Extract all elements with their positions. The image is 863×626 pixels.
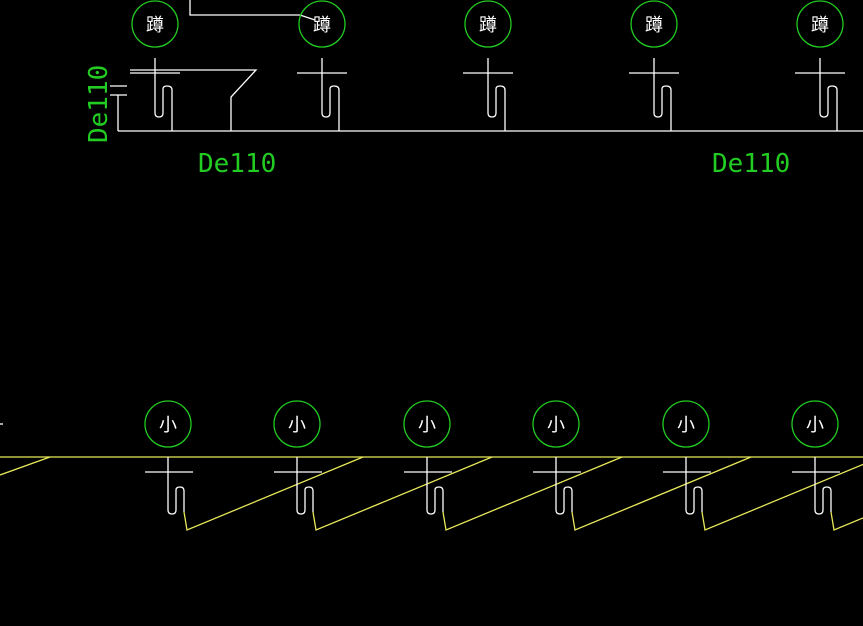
- fixture-glyph: 小: [288, 415, 306, 436]
- fixture-circle: [662, 400, 710, 448]
- fixture-circle: [532, 400, 580, 448]
- fixture-glyph: 蹲: [313, 15, 331, 36]
- right-pipe-label: De110: [712, 149, 790, 179]
- fixture-drain-slope: [830, 511, 863, 531]
- upper-drainage-system: 蹲 蹲 蹲 蹲 蹲 De110 De110 De110: [84, 0, 863, 179]
- squat-toilet-fixture: 蹲: [463, 0, 513, 131]
- left-pipe-label: De110: [198, 149, 276, 179]
- lower-left-slope: [0, 456, 51, 476]
- fixture-glyph: 小: [677, 415, 695, 436]
- fixture-trap: [814, 486, 832, 515]
- fixture-drain-slope: [701, 463, 863, 531]
- upper-top-connector: [189, 0, 316, 21]
- urinal-fixture: 小: [403, 400, 623, 531]
- urinal-fixture: 小: [273, 400, 493, 531]
- fixture-trap: [819, 85, 838, 131]
- fixture-glyph: 小: [159, 415, 177, 436]
- fixture-trap: [653, 85, 672, 131]
- fixture-glyph: 小: [418, 415, 436, 436]
- fixture-trap: [685, 486, 703, 515]
- fixture-glyph: 小: [547, 415, 565, 436]
- fixture-circle: [796, 0, 844, 48]
- squat-toilet-fixture: 蹲: [130, 0, 180, 131]
- upper-bend-pipe: [130, 69, 258, 131]
- fixture-drain-slope: [312, 456, 493, 531]
- fixture-drain-slope: [442, 456, 623, 531]
- fixture-glyph: 蹲: [146, 15, 164, 36]
- fixture-glyph: 蹲: [479, 15, 497, 36]
- squat-toilet-fixture: 蹲: [297, 0, 347, 131]
- fixture-trap: [321, 85, 340, 131]
- fixture-trap: [296, 486, 314, 515]
- fixture-circle: [791, 400, 839, 448]
- fixture-circle: [403, 400, 451, 448]
- fixture-glyph: 蹲: [645, 15, 663, 36]
- fixture-glyph: 蹲: [811, 15, 829, 36]
- fixture-circle: [630, 0, 678, 48]
- squat-toilet-fixture: 蹲: [795, 0, 845, 131]
- fixture-circle: [131, 0, 179, 48]
- squat-toilet-fixture: 蹲: [629, 0, 679, 131]
- urinal-fixture: 小: [791, 400, 863, 531]
- urinal-fixture: 小: [662, 400, 863, 531]
- fixture-trap: [487, 85, 506, 131]
- urinal-fixture: 小: [144, 400, 364, 531]
- urinal-fixture: 小: [532, 400, 752, 531]
- fixture-circle: [464, 0, 512, 48]
- fixture-trap: [426, 486, 444, 515]
- fixture-drain-slope: [183, 456, 364, 531]
- fixture-trap: [555, 486, 573, 515]
- fixture-circle: [144, 400, 192, 448]
- fixture-glyph: 小: [806, 415, 824, 436]
- fixture-trap: [154, 85, 173, 131]
- fixture-trap: [167, 486, 185, 515]
- lower-drainage-system: 小小小小小小: [0, 400, 863, 531]
- vertical-pipe-label: De110: [84, 65, 114, 143]
- fixture-circle: [273, 400, 321, 448]
- fixture-drain-slope: [571, 456, 752, 531]
- fixture-circle: [298, 0, 346, 48]
